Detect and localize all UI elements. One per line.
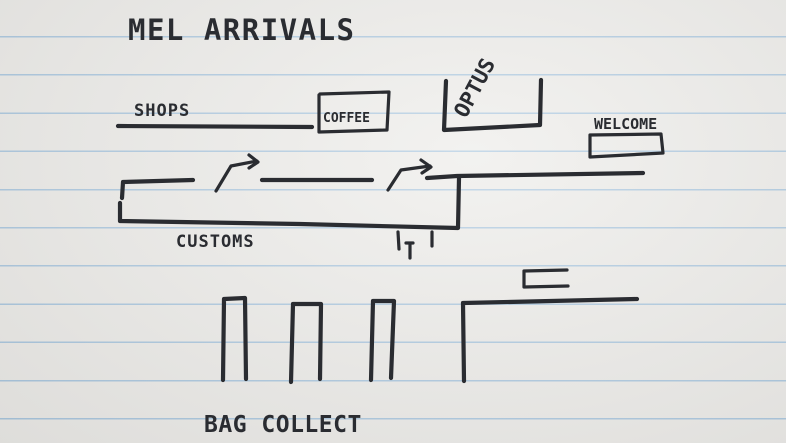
optus-store-outline xyxy=(441,77,544,133)
baggage-carousel-1 xyxy=(220,295,249,383)
welcome-desk xyxy=(588,132,665,159)
bag-hall-desk xyxy=(522,268,570,289)
corridor-wall-right xyxy=(424,170,646,181)
diagram-title: MEL ARRIVALS xyxy=(128,13,356,47)
bag-collect-label: BAG COLLECT xyxy=(204,412,362,438)
customs-gate-marker xyxy=(396,230,434,260)
optus-label: OPTUS xyxy=(449,54,500,121)
baggage-carousel-3 xyxy=(368,298,397,383)
coffee-kiosk-outline xyxy=(317,90,391,134)
bag-hall-wall xyxy=(460,296,640,384)
welcome-label: WELCOME xyxy=(594,115,657,133)
baggage-carousel-2 xyxy=(288,301,324,385)
corridor-wall-left xyxy=(119,177,196,201)
door-arrow-2 xyxy=(386,158,433,192)
coffee-label: COFFEE xyxy=(323,111,370,126)
door-arrow-1 xyxy=(214,153,260,193)
customs-label: CUSTOMS xyxy=(176,232,255,252)
shops-wall xyxy=(115,123,315,130)
shops-label: SHOPS xyxy=(134,101,190,121)
customs-hall-outline xyxy=(117,175,462,231)
